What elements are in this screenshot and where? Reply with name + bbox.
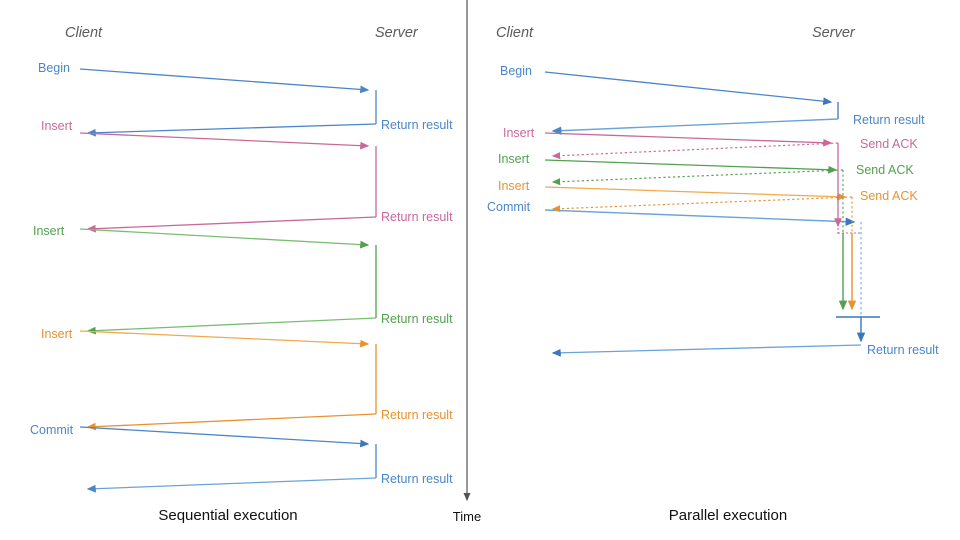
arrow-response-insert-3 — [86, 413, 377, 431]
client-label-commit-sequential: Commit — [30, 423, 74, 437]
arrow-ack-2-parallel — [551, 169, 844, 186]
client-label-begin-parallel: Begin — [500, 64, 532, 78]
arrow-request-insert-3 — [79, 330, 370, 348]
panel-caption-parallel: Parallel execution — [669, 507, 787, 524]
client-label-insert-2-parallel: Insert — [498, 152, 530, 166]
arrow-request-begin-parallel — [544, 71, 833, 106]
lane-title-client-sequential: Client — [65, 25, 103, 41]
arrow-request-insert-1 — [79, 132, 370, 150]
arrow-response-commit-parallel — [551, 344, 862, 357]
panel-parallel: Client Server — [487, 25, 939, 524]
client-label-insert-1-parallel: Insert — [503, 126, 535, 140]
arrow-response-begin-parallel — [551, 118, 839, 135]
server-label-return-3-sequential: Return result — [381, 312, 453, 326]
arrow-request-commit — [79, 426, 370, 448]
arrow-request-insert-2-parallel — [544, 159, 838, 174]
lane-title-server-parallel: Server — [812, 25, 856, 41]
server-label-ack-1-parallel: Send ACK — [860, 137, 918, 151]
panel-sequential: Client Server — [30, 25, 453, 524]
client-label-begin-sequential: Begin — [38, 61, 70, 75]
arrow-ack-3-parallel — [551, 196, 853, 213]
arrow-ack-1-parallel — [551, 142, 839, 160]
lane-title-server-sequential: Server — [375, 25, 419, 41]
server-label-return-2-parallel: Return result — [867, 343, 939, 357]
transaction-insert-2-sequential — [79, 228, 377, 335]
client-label-insert-3-parallel: Insert — [498, 179, 530, 193]
server-label-return-1-sequential: Return result — [381, 118, 453, 132]
server-label-ack-3-parallel: Send ACK — [860, 189, 918, 203]
arrow-request-insert-2 — [79, 228, 370, 249]
transaction-insert-3-sequential — [79, 330, 377, 431]
server-label-return-4-sequential: Return result — [381, 408, 453, 422]
arrow-request-begin — [79, 68, 370, 94]
client-label-insert-1-sequential: Insert — [41, 119, 73, 133]
transaction-begin-parallel — [544, 71, 839, 135]
client-label-insert-2-sequential: Insert — [33, 224, 65, 238]
server-label-ack-2-parallel: Send ACK — [856, 163, 914, 177]
transaction-commit-sequential — [79, 426, 377, 493]
panel-caption-sequential: Sequential execution — [158, 507, 297, 524]
transaction-insert-1-sequential — [79, 132, 377, 233]
client-label-insert-3-sequential: Insert — [41, 327, 73, 341]
server-label-return-1-parallel: Return result — [853, 113, 925, 127]
arrow-response-insert-1 — [86, 216, 377, 233]
time-axis-label: Time — [453, 509, 481, 524]
arrow-response-begin — [86, 123, 377, 137]
arrow-response-insert-2 — [86, 317, 377, 335]
arrow-request-insert-1-parallel — [544, 132, 833, 147]
server-label-return-2-sequential: Return result — [381, 210, 453, 224]
lane-title-client-parallel: Client — [496, 25, 534, 41]
time-axis: Time — [453, 0, 481, 524]
server-label-return-5-sequential: Return result — [381, 472, 453, 486]
arrow-request-insert-3-parallel — [544, 186, 847, 201]
client-label-commit-parallel: Commit — [487, 200, 531, 214]
arrow-request-commit-parallel — [544, 209, 856, 226]
arrow-response-commit — [86, 477, 377, 493]
transaction-begin-sequential — [79, 68, 377, 137]
